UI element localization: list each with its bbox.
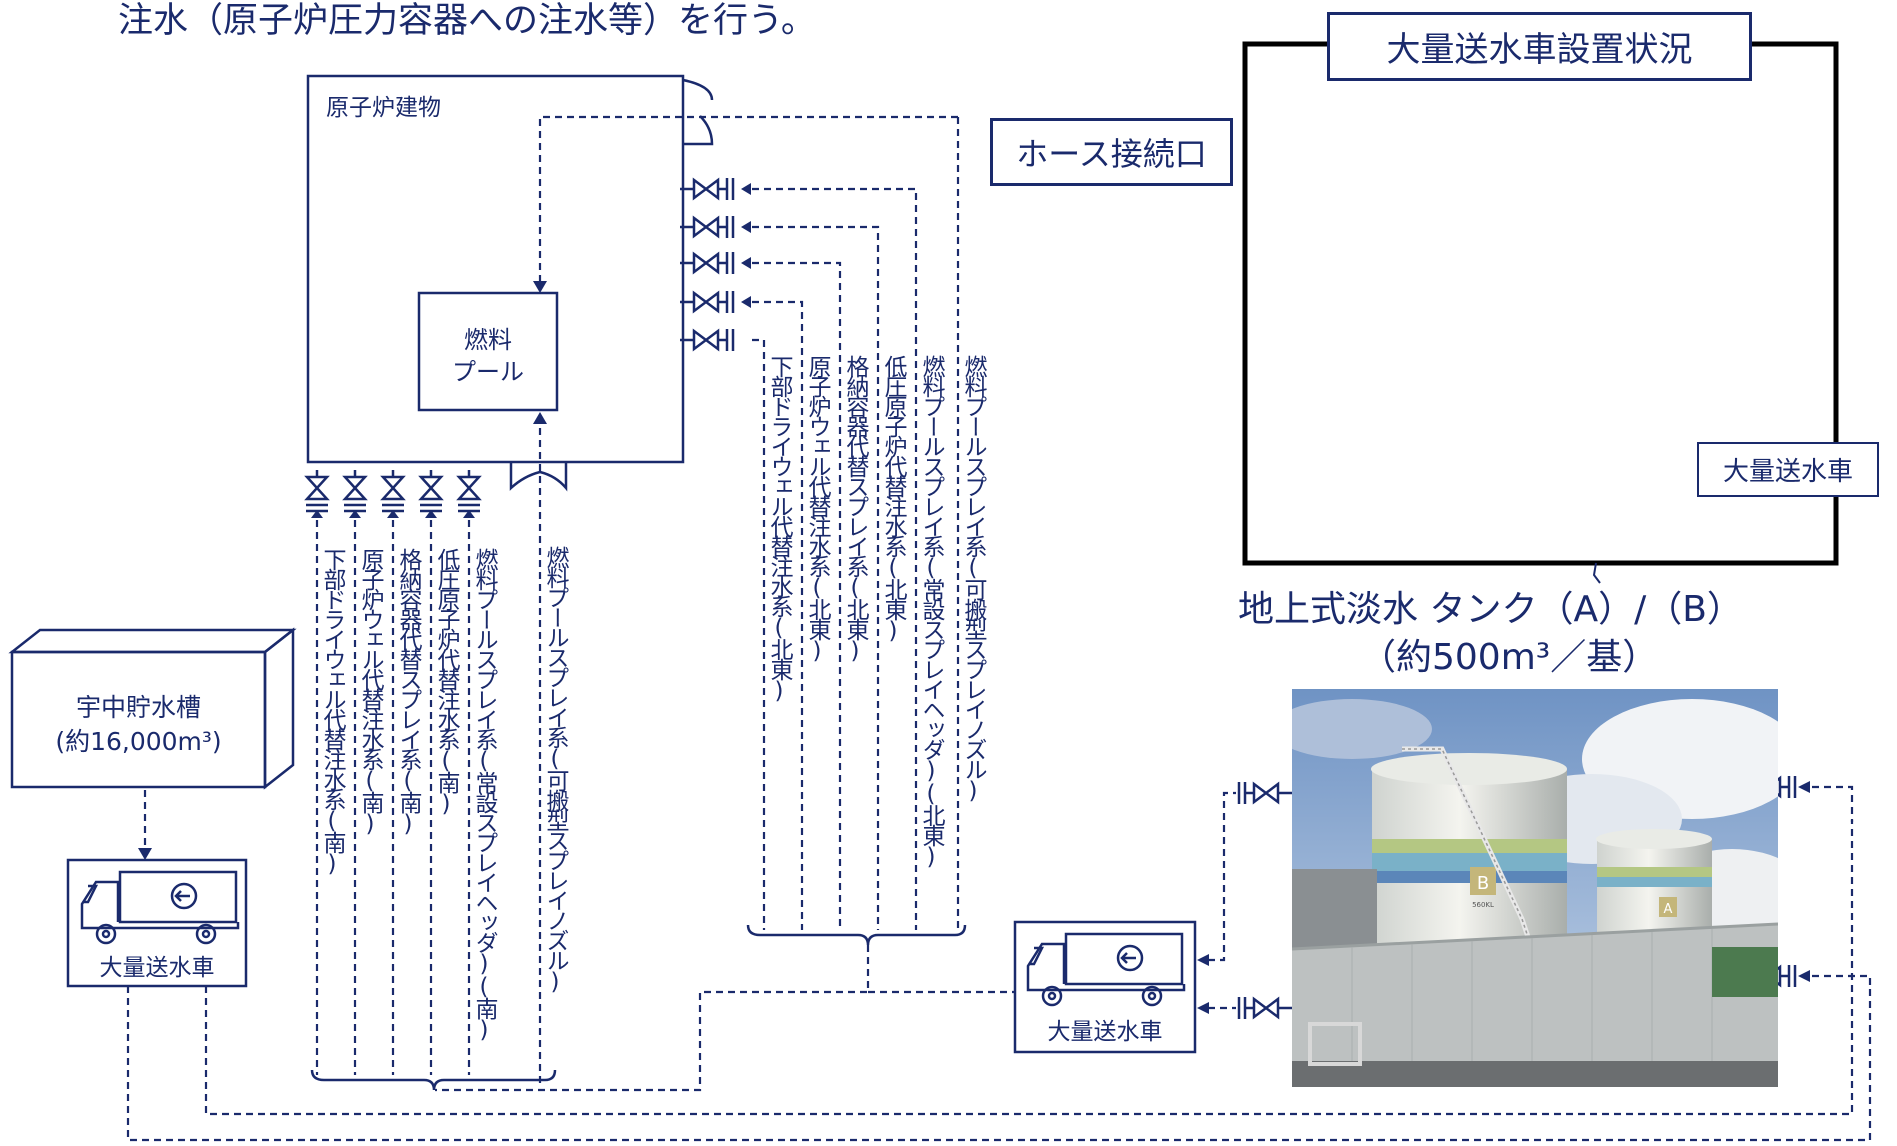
spray-nozzle-top [682,78,714,146]
left-truck-label: 大量送水車 [99,955,215,981]
fuel-pool-outline [417,291,559,412]
valve-right-3 [678,250,735,276]
tank-b-mark: B [1477,873,1489,894]
valve-right-4 [678,289,735,315]
bottom-brace [310,1069,557,1091]
valve-bottom-5 [456,468,482,520]
tank-title: 地上式淡水 タンク（A）/（B） [1238,589,1743,630]
center-truck-box [1013,920,1197,1054]
reservoir-name: 宇中貯水槽 [75,693,201,722]
left-truck-box [66,858,248,988]
bottom-line-label-2: 原子炉ウェル代替注水系(南) [357,548,383,834]
valve-right-2 [678,214,735,240]
tank-capacity: （約500m³／基） [1360,637,1659,678]
valve-bottom-3 [380,468,406,520]
tank-a-mark: A [1664,902,1673,917]
tank-valve-left-bottom [1237,995,1294,1021]
center-truck-label: 大量送水車 [1047,1019,1163,1045]
reactor-building-outline [306,74,685,464]
panel-hook [1592,562,1601,584]
tank-valve-left-top [1237,780,1294,806]
panel-truck-label: 大量送水車 [1722,457,1853,487]
installation-panel-title-text: 大量送水車設置状況 [1386,30,1693,70]
installation-panel-title: 大量送水車設置状況 [1327,12,1752,81]
valve-right-1 [678,176,735,202]
valve-bottom-1 [304,468,330,520]
installation-photo-frame [1242,41,1839,566]
right-line-label-4: 低圧原子炉代替注水系(北東) [880,355,906,641]
valve-bottom-2 [342,468,368,520]
reservoir-capacity: (約16,000m³) [55,727,222,756]
right-line-label-2: 原子炉ウェル代替注水系(北東) [804,355,830,661]
bottom-line-label-5: 燃料プールスプレイ系(常設スプレイヘッダ)(南) [471,548,497,1040]
bottom-line-label-4: 低圧原子炉代替注水系(南) [433,548,459,814]
tank-photo: B 560KL A [1292,689,1778,1087]
right-brace [746,924,967,946]
valve-bottom-4 [418,468,444,520]
right-line-label-3: 格納容器代替スプレイ系(北東) [842,355,868,661]
hose-connection-label: ホース接続口 [1016,135,1207,173]
panel-truck-label-box: 大量送水車 [1697,442,1879,497]
left-truck-icon [80,870,240,945]
right-line-label-5: 燃料プールスプレイ系(常設スプレイヘッダ)(北東) [918,355,944,867]
fuel-pool-label-line1: 燃料 [464,326,512,354]
hose-connection-label-box: ホース接続口 [990,118,1233,186]
reservoir-box [8,627,297,790]
header-title-fragment: 注水（原子炉圧力容器への注水等）を行う。 [118,1,816,41]
tank-b-capacity-mark: 560KL [1472,901,1494,909]
right-line-label-1: 下部ドライウェル代替注水系(北東) [766,355,792,701]
center-truck-icon [1026,932,1186,1007]
bottom-line-label-3: 格納容器代替スプレイ系(南) [395,548,421,834]
reactor-building-label: 原子炉建物 [326,95,441,121]
bottom-line-label-6: 燃料プールスプレイ系(可搬型スプレイノズル) [542,546,568,992]
spray-nozzle-bottom [509,462,568,492]
valve-right-5 [678,327,735,353]
right-line-label-6: 燃料プールスプレイ系(可搬型スプレイノズル) [960,355,986,801]
bottom-line-label-1: 下部ドライウェル代替注水系(南) [319,548,345,874]
fuel-pool-label-line2: プール [452,358,524,386]
